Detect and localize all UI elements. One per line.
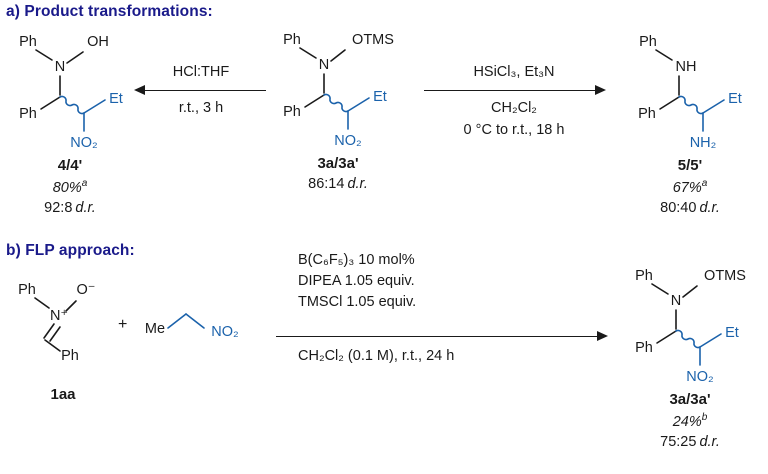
- bond: [66, 51, 84, 64]
- molecule-1aa-drawing: Ph N⁺ O⁻ Ph: [18, 282, 96, 364]
- molecule-4-drawing: Ph N OH Ph Et NO₂: [19, 34, 123, 151]
- wavy-bond: [323, 93, 349, 113]
- bond: [682, 285, 698, 298]
- yield-4: 80%a: [52, 178, 88, 196]
- molecule-5-drawing: Ph NH Ph Et NH₂: [638, 34, 742, 151]
- bond: [35, 49, 53, 61]
- atom-o-minus: O⁻: [77, 282, 96, 298]
- atom-ph-n: Ph: [19, 34, 37, 50]
- bond: [655, 49, 673, 61]
- molecule-nitropropane-drawing: Me NO₂: [145, 313, 239, 340]
- condition-b-above-1: B(C₆F₅)₃ 10 mol%: [298, 252, 415, 268]
- compound-label-5: 5/5': [677, 157, 703, 174]
- bond: [167, 313, 187, 329]
- bond: [656, 330, 677, 344]
- wavy-bond: [678, 95, 704, 115]
- reaction-arrow-left: [134, 85, 266, 96]
- wavy-bond: [59, 95, 85, 115]
- condition-right-below-1: CH₂Cl₂: [491, 100, 537, 116]
- atom-nh2: NH₂: [690, 135, 717, 151]
- condition-right-below-2: 0 °C to r.t., 18 h: [463, 122, 565, 138]
- atom-nh: NH: [676, 59, 697, 75]
- atom-otms: OTMS: [704, 268, 746, 284]
- atom-ph-c: Ph: [635, 340, 653, 356]
- yield-5: 67%a: [672, 178, 708, 196]
- double-bond-line: [49, 326, 61, 342]
- bond: [699, 333, 722, 348]
- bond: [44, 339, 61, 352]
- atom-n: N: [671, 293, 681, 309]
- atom-ph-n: Ph: [283, 32, 301, 48]
- bond: [40, 96, 61, 110]
- condition-left-above: HCl:THF: [172, 64, 230, 80]
- atom-no2: NO₂: [211, 324, 238, 340]
- atom-ph-n: Ph: [18, 282, 36, 298]
- atom-no2: NO₂: [70, 135, 97, 151]
- condition-right-above: HSiCl₃, Et₃N: [473, 64, 555, 80]
- bond: [330, 49, 346, 62]
- molecule-3a-drawing: Ph N OTMS Ph Et NO₂: [283, 32, 394, 149]
- atom-et: Et: [725, 325, 739, 341]
- condition-left-below: r.t., 3 h: [178, 100, 224, 116]
- bond: [65, 300, 77, 312]
- atom-ph-c: Ph: [283, 104, 301, 120]
- atom-ph-c: Ph: [638, 106, 656, 122]
- reaction-arrow-right: [424, 85, 606, 96]
- reaction-arrow-b: [276, 331, 608, 342]
- atom-otms: OTMS: [352, 32, 394, 48]
- structure-1aa: Ph N⁺ O⁻ Ph 1aa: [8, 276, 118, 403]
- section-b-header: b) FLP approach:: [6, 242, 135, 259]
- atom-et: Et: [373, 89, 387, 105]
- bond: [702, 99, 725, 114]
- atom-oh: OH: [87, 34, 109, 50]
- bond: [83, 99, 106, 114]
- bond: [651, 283, 669, 295]
- compound-label-3a-product: 3a/3a': [669, 391, 711, 408]
- atom-ph-n: Ph: [639, 34, 657, 50]
- yield-3a-product: 24%b: [672, 412, 708, 430]
- atom-me: Me: [145, 321, 165, 337]
- bond: [34, 297, 50, 309]
- atom-n: N: [319, 57, 329, 73]
- bond: [659, 96, 680, 110]
- double-bond-line: [43, 323, 55, 339]
- section-a-header: a) Product transformations:: [6, 3, 213, 20]
- atom-ph-c: Ph: [19, 106, 37, 122]
- wavy-bond: [675, 329, 701, 349]
- atom-no2: NO₂: [334, 133, 361, 149]
- bond: [299, 47, 317, 59]
- atom-n: N: [55, 59, 65, 75]
- molecule-3a-product-drawing: Ph N OTMS Ph Et NO₂: [635, 268, 746, 385]
- compound-label-3a: 3a/3a': [317, 155, 359, 172]
- atom-n-plus: N⁺: [50, 308, 68, 324]
- condition-b-above-3: TMSCl 1.05 equiv.: [298, 294, 417, 310]
- compound-label-1aa: 1aa: [50, 386, 76, 403]
- atom-ph-n: Ph: [635, 268, 653, 284]
- bond: [304, 94, 325, 108]
- atom-et: Et: [109, 91, 123, 107]
- condition-b-above-2: DIPEA 1.05 equiv.: [298, 273, 415, 289]
- atom-no2: NO₂: [686, 369, 713, 385]
- plus-sign: +: [118, 316, 128, 333]
- condition-b-below: CH₂Cl₂ (0.1 M), r.t., 24 h: [298, 348, 455, 364]
- bond: [185, 313, 205, 329]
- atom-et: Et: [728, 91, 742, 107]
- bond: [347, 97, 370, 112]
- compound-label-4: 4/4': [57, 157, 83, 174]
- atom-ph-c: Ph: [61, 348, 79, 364]
